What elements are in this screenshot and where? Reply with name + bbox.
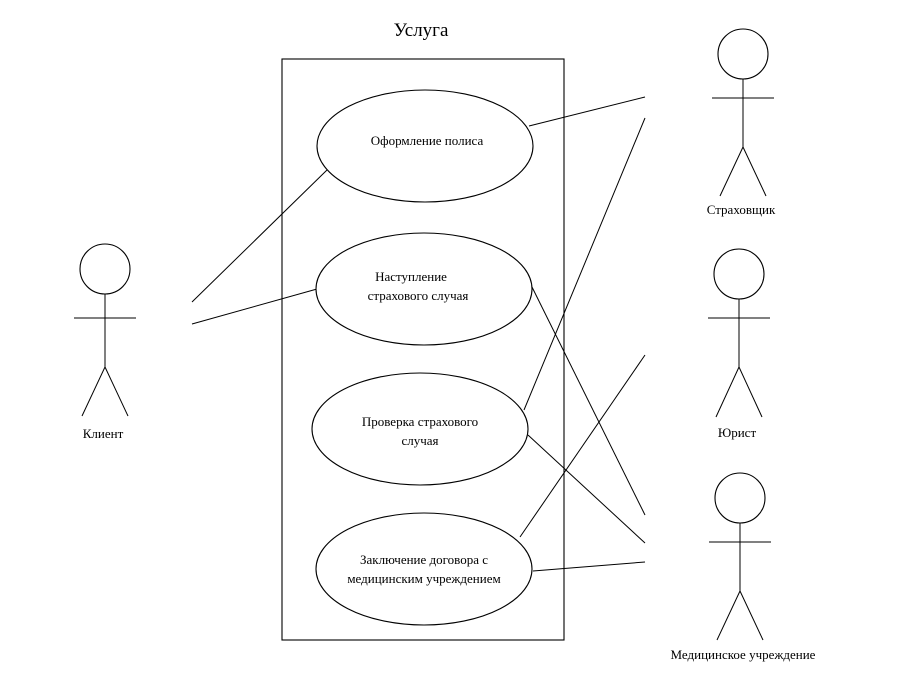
use-case-label-line-1: Заключение договора с bbox=[360, 552, 488, 567]
stick-figure-icon bbox=[712, 28, 774, 197]
association-lawyer-uc4 bbox=[519, 354, 646, 538]
use-case-label-line-1: Наступление bbox=[375, 269, 447, 284]
actor-medical-institution[interactable]: Медицинское учреждение bbox=[671, 472, 816, 662]
association-medical-uc2 bbox=[531, 286, 646, 516]
use-case-label: Оформление полиса bbox=[371, 133, 484, 148]
actor-lawyer[interactable]: Юрист bbox=[708, 248, 770, 440]
use-case-label-line-2: случая bbox=[401, 433, 438, 448]
system-boundary: Услуга bbox=[281, 20, 565, 641]
system-title: Услуга bbox=[394, 20, 449, 41]
actor-label: Клиент bbox=[83, 426, 124, 441]
system-boundary-box bbox=[281, 58, 565, 641]
actor-label: Юрист bbox=[718, 425, 757, 440]
stick-figure-icon bbox=[709, 472, 771, 641]
use-case-event-check[interactable]: Проверка страхового случая bbox=[311, 372, 529, 486]
use-case-medical-contract[interactable]: Заключение договора с медицинским учрежд… bbox=[315, 512, 533, 626]
actor-insurer[interactable]: Страховщик bbox=[707, 28, 776, 217]
actor-label: Медицинское учреждение bbox=[671, 647, 816, 662]
use-case-label-line-2: медицинским учреждением bbox=[347, 571, 500, 586]
use-case-insured-event[interactable]: Наступление страхового случая bbox=[315, 232, 533, 346]
association-insurer-uc3 bbox=[523, 117, 646, 411]
association-insurer-uc1 bbox=[528, 96, 646, 127]
stick-figure-icon bbox=[708, 248, 770, 418]
association-client-uc2 bbox=[191, 288, 318, 325]
use-case-label-line-1: Проверка страхового bbox=[362, 414, 478, 429]
use-case-ellipse bbox=[315, 512, 533, 626]
actor-label: Страховщик bbox=[707, 202, 776, 217]
use-case-ellipse bbox=[315, 232, 533, 346]
use-case-ellipse bbox=[316, 89, 534, 203]
association-client-uc1 bbox=[191, 169, 328, 303]
use-case-ellipse bbox=[311, 372, 529, 486]
use-case-policy[interactable]: Оформление полиса bbox=[316, 89, 534, 203]
association-medical-uc3 bbox=[527, 434, 646, 544]
association-medical-uc4 bbox=[532, 561, 646, 572]
associations bbox=[191, 96, 646, 572]
actor-client[interactable]: Клиент bbox=[74, 243, 136, 441]
use-case-label-line-2: страхового случая bbox=[368, 288, 469, 303]
stick-figure-icon bbox=[74, 243, 136, 417]
